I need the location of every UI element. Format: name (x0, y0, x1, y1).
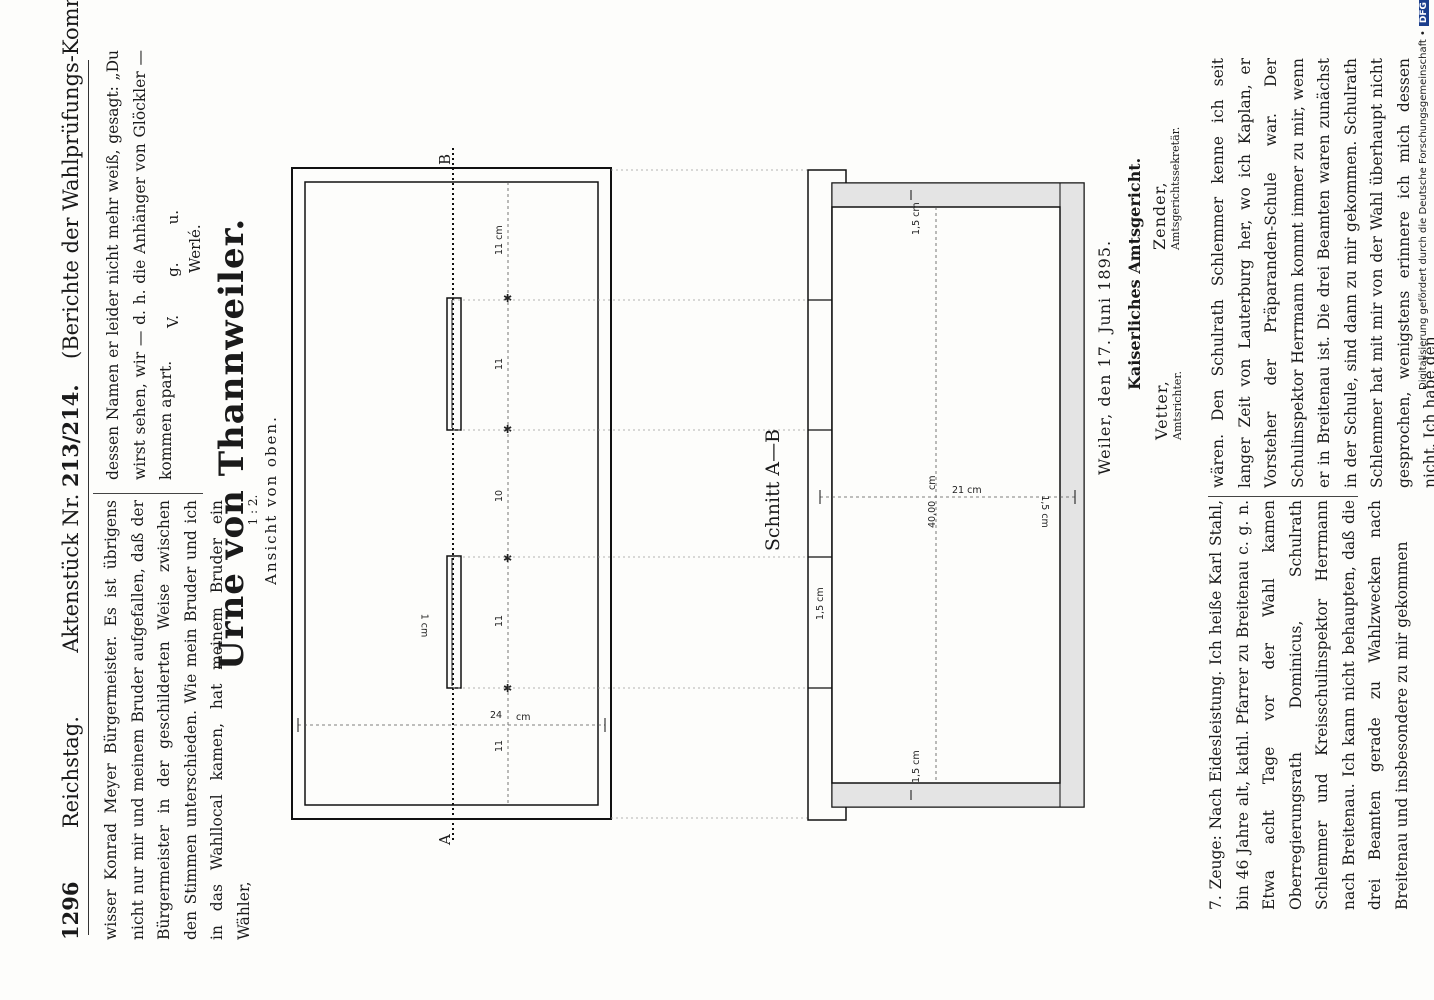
marker-a: A (436, 834, 454, 845)
header-rule (88, 60, 89, 935)
section-title: (Berichte der Wahlprüfungs-Kommission.) (59, 0, 83, 359)
court-signer-1: Vetter, Amtsrichter. (1152, 320, 1184, 440)
section-interior (831, 206, 1061, 784)
section-wall-left-label: 1,5 cm (815, 587, 826, 620)
document-number: 213/214. (58, 384, 83, 488)
section-width-label: 21 cm (952, 485, 982, 496)
signature-name: Werlé. (186, 224, 204, 273)
column-divider-bottom (1208, 496, 1358, 497)
figure-scale: 1 : 2. (246, 494, 260, 526)
page-number: 1296 (58, 881, 83, 940)
plan-slot-width: 1 cm (418, 613, 430, 638)
svg-text:✱: ✱ (503, 292, 512, 305)
court-signer-2: Zender, Amtsgerichtssekretär. (1150, 126, 1182, 250)
plan-outer-rect (291, 167, 612, 820)
top-signature: V. g. u. Werlé. (162, 158, 206, 328)
signer2-name: Zender, (1150, 181, 1169, 250)
plan-dim-5: 11 cm (494, 225, 505, 255)
top-view-label: Ansicht von oben. (262, 415, 280, 585)
section-height-unit: cm (927, 475, 938, 490)
slot-upper (446, 297, 462, 431)
section-wall-top-label: 1,5 cm (911, 202, 922, 235)
signer2-title: Amtsgerichtssekretär. (1169, 126, 1182, 250)
section-height-value: 40,00 (927, 500, 938, 528)
court-place-date: Weiler, den 17. Juni 1895. (1095, 239, 1114, 475)
signature-line-1: V. g. u. (164, 209, 182, 328)
dfg-logo: DFG (1419, 0, 1429, 27)
publication-name: Reichstag. (59, 716, 83, 829)
section-wall-bottom-label: 1,5 cm (911, 750, 922, 783)
marker-b: B (436, 153, 454, 165)
svg-text:✱: ✱ (503, 423, 512, 436)
plan-width-unit: cm (516, 712, 531, 723)
plan-width-value: 24 (490, 710, 503, 721)
section-outer-lid (807, 169, 847, 821)
credit-text: Digitalisierung gefördert durch die Deut… (1418, 30, 1429, 390)
digitization-credit: Digitalisierung gefördert durch die Deut… (1418, 0, 1429, 390)
section-wall-bottom (831, 782, 1085, 808)
section-wall-top (831, 182, 1085, 208)
signer1-name: Vetter, (1152, 380, 1171, 440)
page-header: 1296 Reichstag. Aktenstück Nr. 213/214. … (58, 0, 83, 940)
signer1-title: Amtsrichter. (1171, 371, 1184, 440)
section-label: Schnitt A—B (762, 428, 784, 552)
bottom-right-paragraph: wären. Den Schulrath Schlemmer kenne ich… (1209, 58, 1434, 488)
section-wall-right (1059, 182, 1085, 808)
slot-lower (446, 555, 462, 689)
court-name: Kaiserliches Amtsgericht. (1125, 157, 1144, 390)
section-wall-left2-label: 1,5 cm (1038, 495, 1050, 528)
document-ref: Aktenstück Nr. (59, 493, 83, 653)
svg-text:✱: ✱ (503, 552, 512, 565)
column-divider-top (93, 493, 203, 494)
svg-text:✱: ✱ (503, 682, 512, 695)
plan-dim-3: 10 (494, 489, 505, 502)
plan-dim-4: 11 (494, 357, 505, 370)
plan-inner-rect (304, 181, 599, 806)
bottom-left-paragraph: 7. Zeuge: Nach Eidesleistung. Ich heiße … (1207, 500, 1411, 910)
plan-dim-2: 11 (494, 614, 505, 627)
plan-dim-1: 11 (494, 739, 505, 752)
